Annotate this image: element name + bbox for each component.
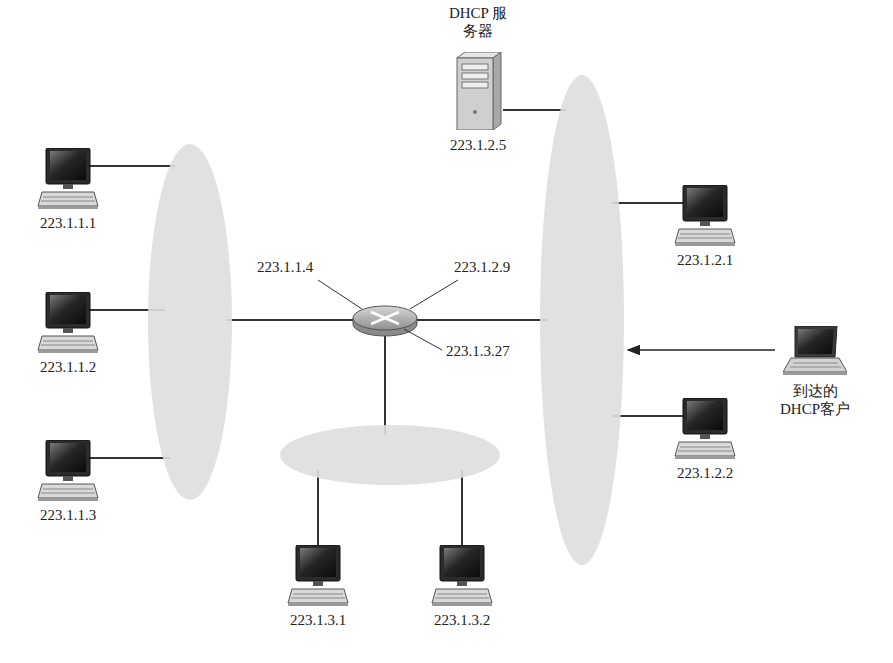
router-symbol (353, 306, 417, 336)
node-text: 223.1.2.2 (677, 464, 733, 482)
subnet-bands (148, 75, 624, 565)
node-text: 到达的 DHCP客户 (772, 382, 858, 418)
node-text: 223.1.3.2 (434, 611, 490, 629)
interface-address: 223.1.2.9 (452, 258, 512, 276)
host-address: 223.1.2.1 (677, 251, 733, 269)
node-text: 223.1.2.5 (450, 136, 506, 154)
leader-lines (318, 280, 458, 350)
node-text: 223.1.2.1 (677, 251, 733, 269)
interface-address: 223.1.1.4 (255, 258, 315, 276)
arrival-arrow (628, 349, 775, 351)
host-address: 223.1.2.2 (677, 464, 733, 482)
host-address: 223.1.3.1 (290, 611, 346, 629)
host-address: 223.1.1.2 (40, 358, 96, 376)
arriving-client: 到达的 DHCP客户 (772, 382, 858, 418)
host-address: 223.1.1.1 (40, 214, 96, 232)
node-text: DHCP 服务器 (447, 4, 509, 40)
node-text: 223.1.1.1 (40, 214, 96, 232)
host-address: 223.1.3.2 (434, 611, 490, 629)
dhcp-server: DHCP 服务器 223.1.2.5 (447, 4, 509, 154)
interface-address: 223.1.3.27 (444, 342, 512, 360)
node-text: 223.1.1.2 (40, 358, 96, 376)
node-text: 223.1.3.1 (290, 611, 346, 629)
host-icons (38, 52, 847, 606)
node-text: 223.1.1.3 (40, 506, 96, 524)
host-address: 223.1.1.3 (40, 506, 96, 524)
